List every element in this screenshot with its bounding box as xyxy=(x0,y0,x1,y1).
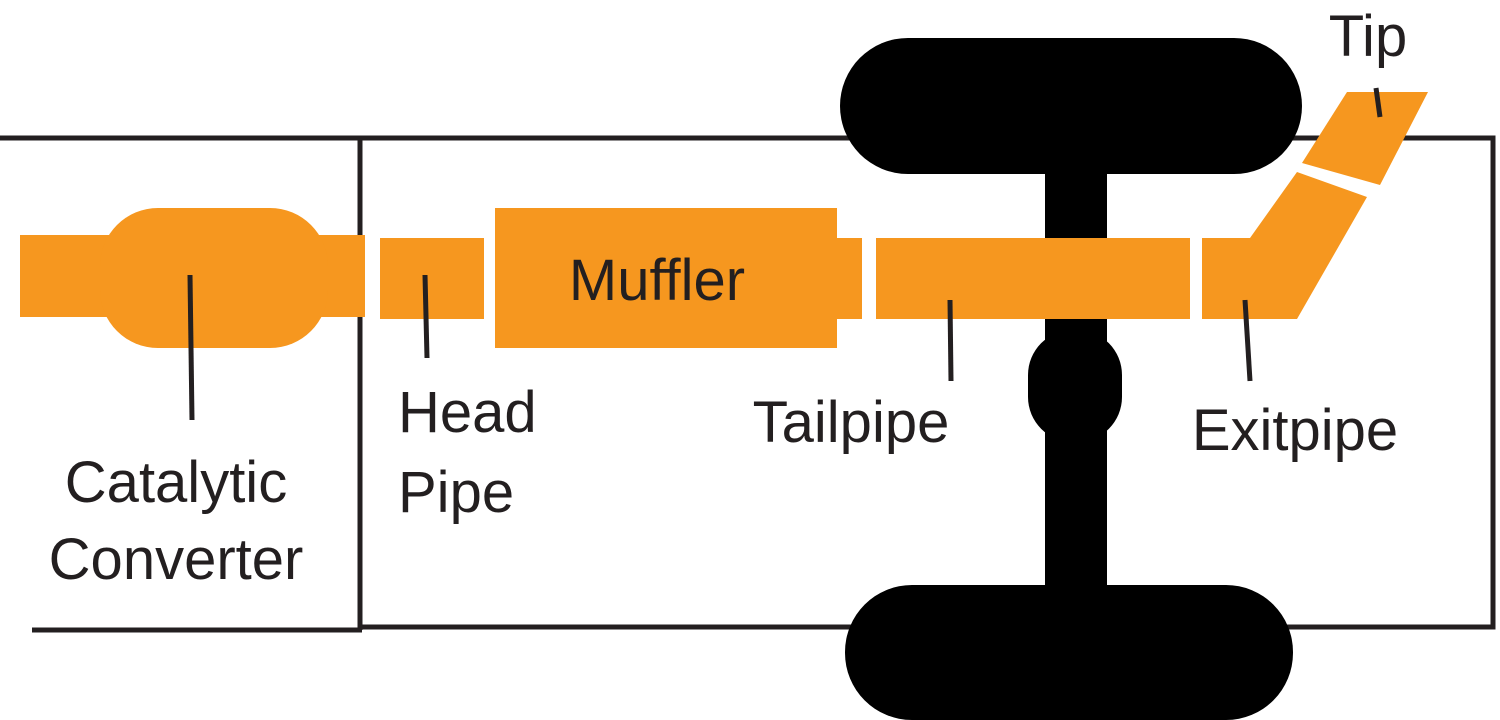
tip-label: Tip xyxy=(1329,4,1407,69)
tailpipe-label: Tailpipe xyxy=(753,390,950,455)
rear-axle-assembly xyxy=(840,38,1302,720)
catalytic-converter-label: Catalytic xyxy=(65,450,287,515)
leader-lines xyxy=(187,87,1383,421)
tip-leader xyxy=(1373,87,1383,118)
tailpipe-leader xyxy=(947,299,954,382)
differential xyxy=(1028,330,1122,442)
exhaust-system xyxy=(20,92,1428,348)
catalytic-converter-label-line2: Converter xyxy=(49,527,304,592)
muffler-part xyxy=(495,208,862,348)
exitpipe-leader xyxy=(1242,299,1253,382)
wheel-top xyxy=(840,38,1302,174)
exitpipe-label: Exitpipe xyxy=(1192,398,1398,463)
muffler-label: Muffler xyxy=(569,248,745,313)
head-pipe-label-line2: Pipe xyxy=(398,460,514,525)
catalytic-converter-leader xyxy=(187,274,195,421)
tailpipe-part xyxy=(876,238,1190,319)
wheel-bottom xyxy=(845,585,1293,720)
head-pipe-label: Head xyxy=(398,380,537,445)
head-pipe-part xyxy=(380,238,484,319)
tip-part xyxy=(1302,92,1428,185)
exitpipe-part xyxy=(1202,172,1367,319)
head-pipe-leader xyxy=(422,274,430,359)
